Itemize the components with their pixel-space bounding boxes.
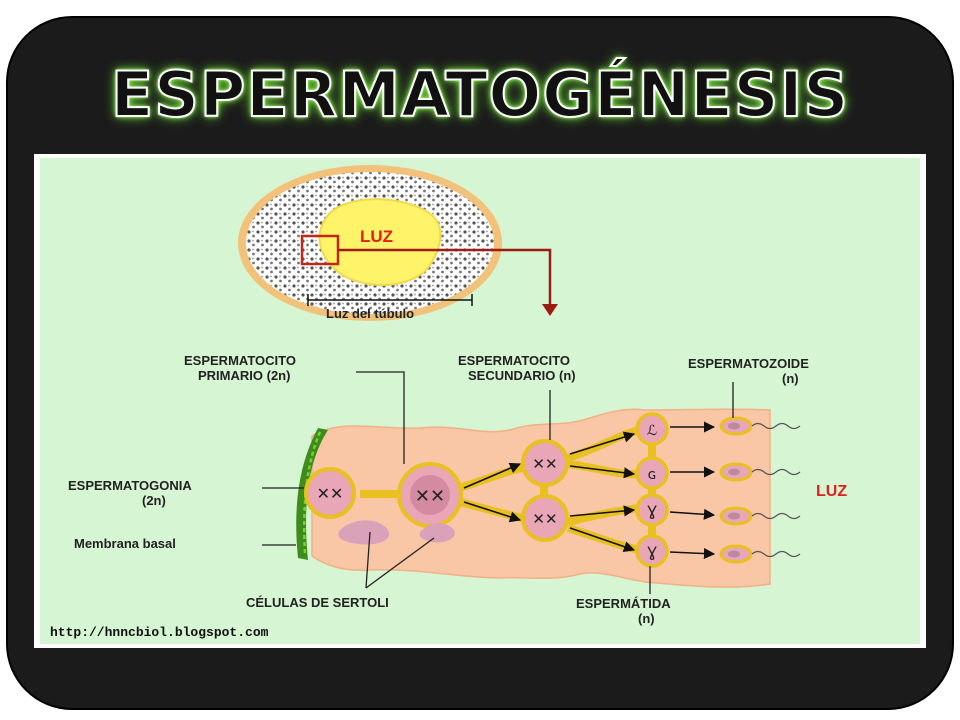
spermatogonium-cell: ✕✕: [304, 467, 356, 519]
secondary-spermatocyte-lower: ✕✕: [521, 494, 569, 542]
sertoli-nucleus-right: [419, 523, 455, 543]
luz-right-label: LUZ: [816, 483, 847, 500]
luz-top-label: LUZ: [360, 227, 393, 246]
label-espermatogonia-2: (2n): [142, 493, 166, 508]
svg-text:ɢ: ɢ: [648, 467, 657, 483]
svg-text:ℒ: ℒ: [647, 423, 657, 439]
label-espermatozoide-1: ESPERMATOZOIDE: [688, 356, 809, 371]
svg-text:✕✕: ✕✕: [415, 486, 445, 507]
svg-text:✕✕: ✕✕: [532, 455, 557, 473]
label-espermatozoide-2: (n): [782, 371, 799, 386]
svg-text:Ɣ: Ɣ: [647, 504, 657, 520]
zoom-arrowhead: [542, 304, 558, 316]
source-url: http://hnncbiol.blogspot.com: [50, 625, 269, 640]
slide-title: ESPERMATOGÉNESIS: [110, 57, 850, 132]
svg-text:Ɣ: Ɣ: [647, 545, 657, 561]
spermatid-cells: ℒ ɢ Ɣ Ɣ: [635, 412, 669, 568]
label-espermatocito-secundario-1: ESPERMATOCITO: [458, 353, 570, 368]
secondary-spermatocyte-upper: ✕✕: [521, 439, 569, 487]
label-espermatocito-primario-2: PRIMARIO (2n): [198, 368, 290, 383]
basal-membrane: [296, 428, 328, 560]
spermatozoa: [719, 416, 801, 564]
luz-del-tubulo-label: Luz del túbulo: [326, 306, 414, 321]
label-espermatocito-primario-1: ESPERMATOCITO: [184, 353, 296, 368]
leader-lines: [262, 371, 734, 594]
label-celulas-sertoli: CÉLULAS DE SERTOLI: [246, 595, 389, 610]
spermatogenesis-diagram: LUZ Luz del túbulo ✕✕ ✕✕ ✕✕: [40, 158, 920, 644]
svg-text:✕✕: ✕✕: [532, 510, 557, 528]
zoom-connector: [338, 248, 552, 304]
label-espermatida-2: (n): [638, 611, 655, 626]
sertoli-nucleus-left: [338, 520, 390, 545]
tubule-scale-bar: [307, 294, 473, 306]
label-espermatogonia-1: ESPERMATOGONIA: [68, 478, 192, 493]
primary-spermatocyte-cell: ✕✕: [397, 462, 463, 528]
svg-text:✕✕: ✕✕: [317, 484, 344, 503]
development-arrows: [463, 421, 716, 560]
label-espermatida-1: ESPERMÁTIDA: [576, 596, 671, 611]
tubule-cross-section: [238, 165, 502, 321]
label-membrana-basal: Membrana basal: [74, 536, 176, 551]
label-espermatocito-secundario-2: SECUNDARIO (n): [468, 368, 576, 383]
